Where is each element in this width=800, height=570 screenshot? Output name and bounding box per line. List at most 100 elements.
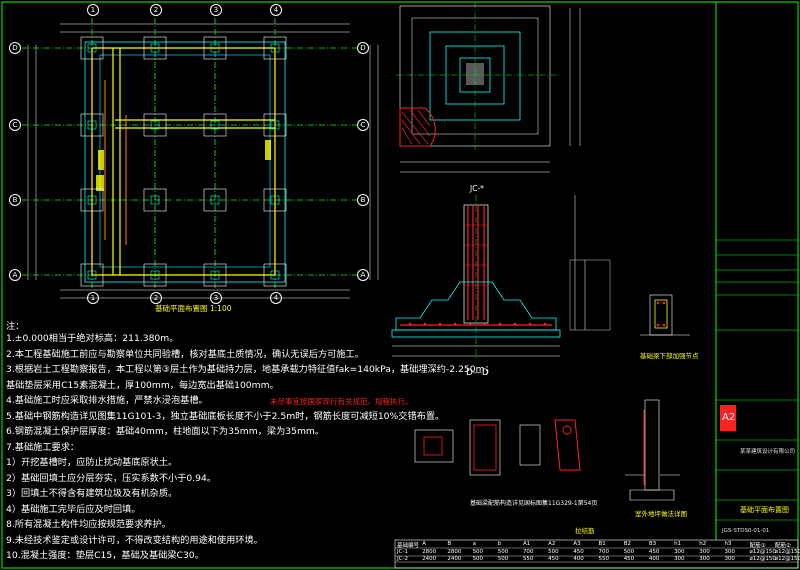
axis-bubble-top: 3 [210, 4, 222, 16]
axis-bubble-right: A [357, 269, 369, 281]
table-cell: 550 [598, 556, 610, 562]
table-cell: 300 [674, 549, 685, 555]
table-cell: 300 [724, 556, 735, 562]
note-line: 1）开挖基槽时，应防止扰动基底原状土。 [6, 457, 178, 468]
axis-bubble-top: 2 [150, 4, 162, 16]
notes-red-text: 未尽事宜按国家现行有关规范、规程执行。 [270, 397, 413, 406]
note-line: 2）基础回填土应分层夯实，压实系数不小于0.94。 [6, 472, 217, 484]
note-line: 3）回填土不得含有建筑垃圾及有机杂质。 [6, 488, 178, 499]
footing [80, 263, 104, 287]
footing [203, 36, 227, 60]
note-line: 2.本工程基础施工前应与勘察单位共同验槽，核对基底土质情况，确认无误后方可施工。 [6, 348, 364, 360]
table-cell: 700 [598, 549, 610, 555]
footing [263, 188, 287, 212]
column [210, 195, 220, 205]
table-cell: 2400 [447, 556, 462, 562]
table-cell: 550 [522, 556, 534, 562]
table-header-cell: A3 [573, 541, 581, 547]
table-cell: ⌀12@150 [774, 556, 800, 562]
footing [203, 113, 227, 137]
axis-bubble-top: 4 [270, 4, 282, 16]
footing [143, 188, 167, 212]
pile-note: 基础梁配筋构造详见国标图集11G329-1第54页 [470, 500, 598, 507]
table-header-cell: h2 [699, 541, 707, 547]
note-line: 3.根据岩土工程勘察报告，本工程以第③层土作为基础持力层，地基承载力特征值fak… [6, 364, 494, 375]
company-name: 某某建筑设计有限公司 [740, 449, 796, 455]
note-line: 9.未经技术鉴定或设计许可，不得改变结构的用途和使用环境。 [6, 534, 263, 546]
stamp-text: A2 [722, 412, 736, 423]
table-header-cell: h3 [724, 541, 732, 547]
note-line: 1.±0.000相当于绝对标高：211.380m。 [6, 333, 179, 344]
footing [143, 113, 167, 137]
column [87, 195, 97, 205]
column [210, 120, 220, 130]
note-line: 6.钢筋混凝土保护层厚度：基础40mm，柱地面以下为35mm，梁为35mm。 [6, 426, 325, 437]
footing [203, 263, 227, 287]
table-header-cell: 配筋② [774, 543, 791, 549]
notes-heading: 注： [6, 321, 25, 332]
axis-bubble-right: D [357, 42, 369, 54]
jc-label: JC-* [470, 184, 484, 193]
axis-bubble-right: B [357, 194, 369, 206]
footing [80, 188, 104, 212]
table-cell: ⌀12@150 [774, 549, 800, 555]
note-line: 基础垫层采用C15素混凝土，厚100mm，每边宽出基础100mm。 [6, 379, 279, 391]
note-line: 5.基础中钢筋构造详见图集11G101-3，独立基础底板长度不小于2.5m时，钢… [6, 410, 445, 422]
table-header-cell: 配筋① [749, 543, 766, 549]
beam-detail [640, 294, 690, 336]
table-header-cell: b [497, 541, 502, 547]
table-header-cell: B [447, 541, 452, 547]
table-header-cell: B3 [648, 541, 657, 547]
table-header-cell: 基础编号 [397, 543, 420, 549]
table-header-cell: h1 [674, 541, 682, 547]
table-cell: 2800 [422, 549, 437, 555]
footing-section [391, 195, 611, 360]
footing-schedule-table [394, 539, 799, 569]
footing [203, 188, 227, 212]
note-line: 4）基础施工完毕后应及时回填。 [6, 503, 141, 515]
axis-bubble-top: 1 [87, 4, 99, 16]
axis-bubble-left: A [9, 269, 21, 281]
column [270, 43, 280, 53]
drawing-number: JGS-STDS0-01-01 [722, 528, 770, 534]
stamp-logo [720, 405, 736, 431]
table-cell: 500 [548, 549, 559, 555]
note-line: 8.所有混凝土构件均应按规范要求养护。 [6, 519, 171, 530]
table-header-cell: A1 [522, 541, 531, 547]
table-cell: 450 [648, 549, 660, 555]
footing-plan-detail [396, 2, 581, 173]
table-cell: 300 [699, 556, 710, 562]
column [150, 270, 160, 280]
footing [80, 36, 104, 60]
axis-bubble-bottom: 2 [150, 292, 162, 304]
table-cell: 500 [472, 549, 484, 555]
footing [80, 113, 104, 137]
axis-bubble-right: C [357, 119, 369, 131]
grade-detail-title: 室外地坪做法详图 [635, 510, 687, 518]
axis-bubble-bottom: 1 [87, 292, 99, 304]
table-cell: JC-1 [397, 549, 408, 555]
footing [263, 36, 287, 60]
table-cell: 300 [699, 549, 710, 555]
axis-bubble-left: D [9, 42, 21, 54]
table-cell: 300 [724, 549, 735, 555]
note-line: 10.混凝土强度：垫层C15，基础及基础梁C30。 [6, 550, 204, 561]
column [150, 195, 160, 205]
axis-bubble-bottom: 3 [210, 292, 222, 304]
footing [143, 263, 167, 287]
plan-title: 基础平面布置图 1:100 [155, 304, 232, 313]
drawing-name: 基础平面布置图 [740, 506, 789, 514]
foundation-plan [22, 18, 379, 299]
footing [263, 263, 287, 287]
table-cell: JC-2 [397, 556, 408, 562]
axis-bubble-bottom: 4 [270, 292, 282, 304]
table-cell: 400 [648, 556, 660, 562]
table-cell: 500 [497, 549, 509, 555]
column [270, 270, 280, 280]
column [87, 43, 97, 53]
table-cell: 700 [522, 549, 534, 555]
table-cell: 2400 [422, 556, 437, 562]
footing [143, 36, 167, 60]
note-line: 7.基础施工要求： [6, 441, 80, 453]
